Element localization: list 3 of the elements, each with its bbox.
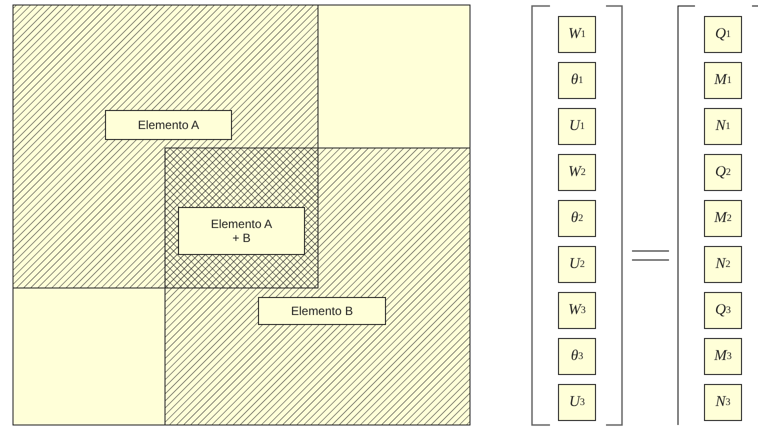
element-label-box: Elemento A	[105, 110, 232, 140]
element-label-box: Elemento A + B	[178, 207, 305, 255]
element-label-box: Elemento B	[258, 297, 386, 325]
